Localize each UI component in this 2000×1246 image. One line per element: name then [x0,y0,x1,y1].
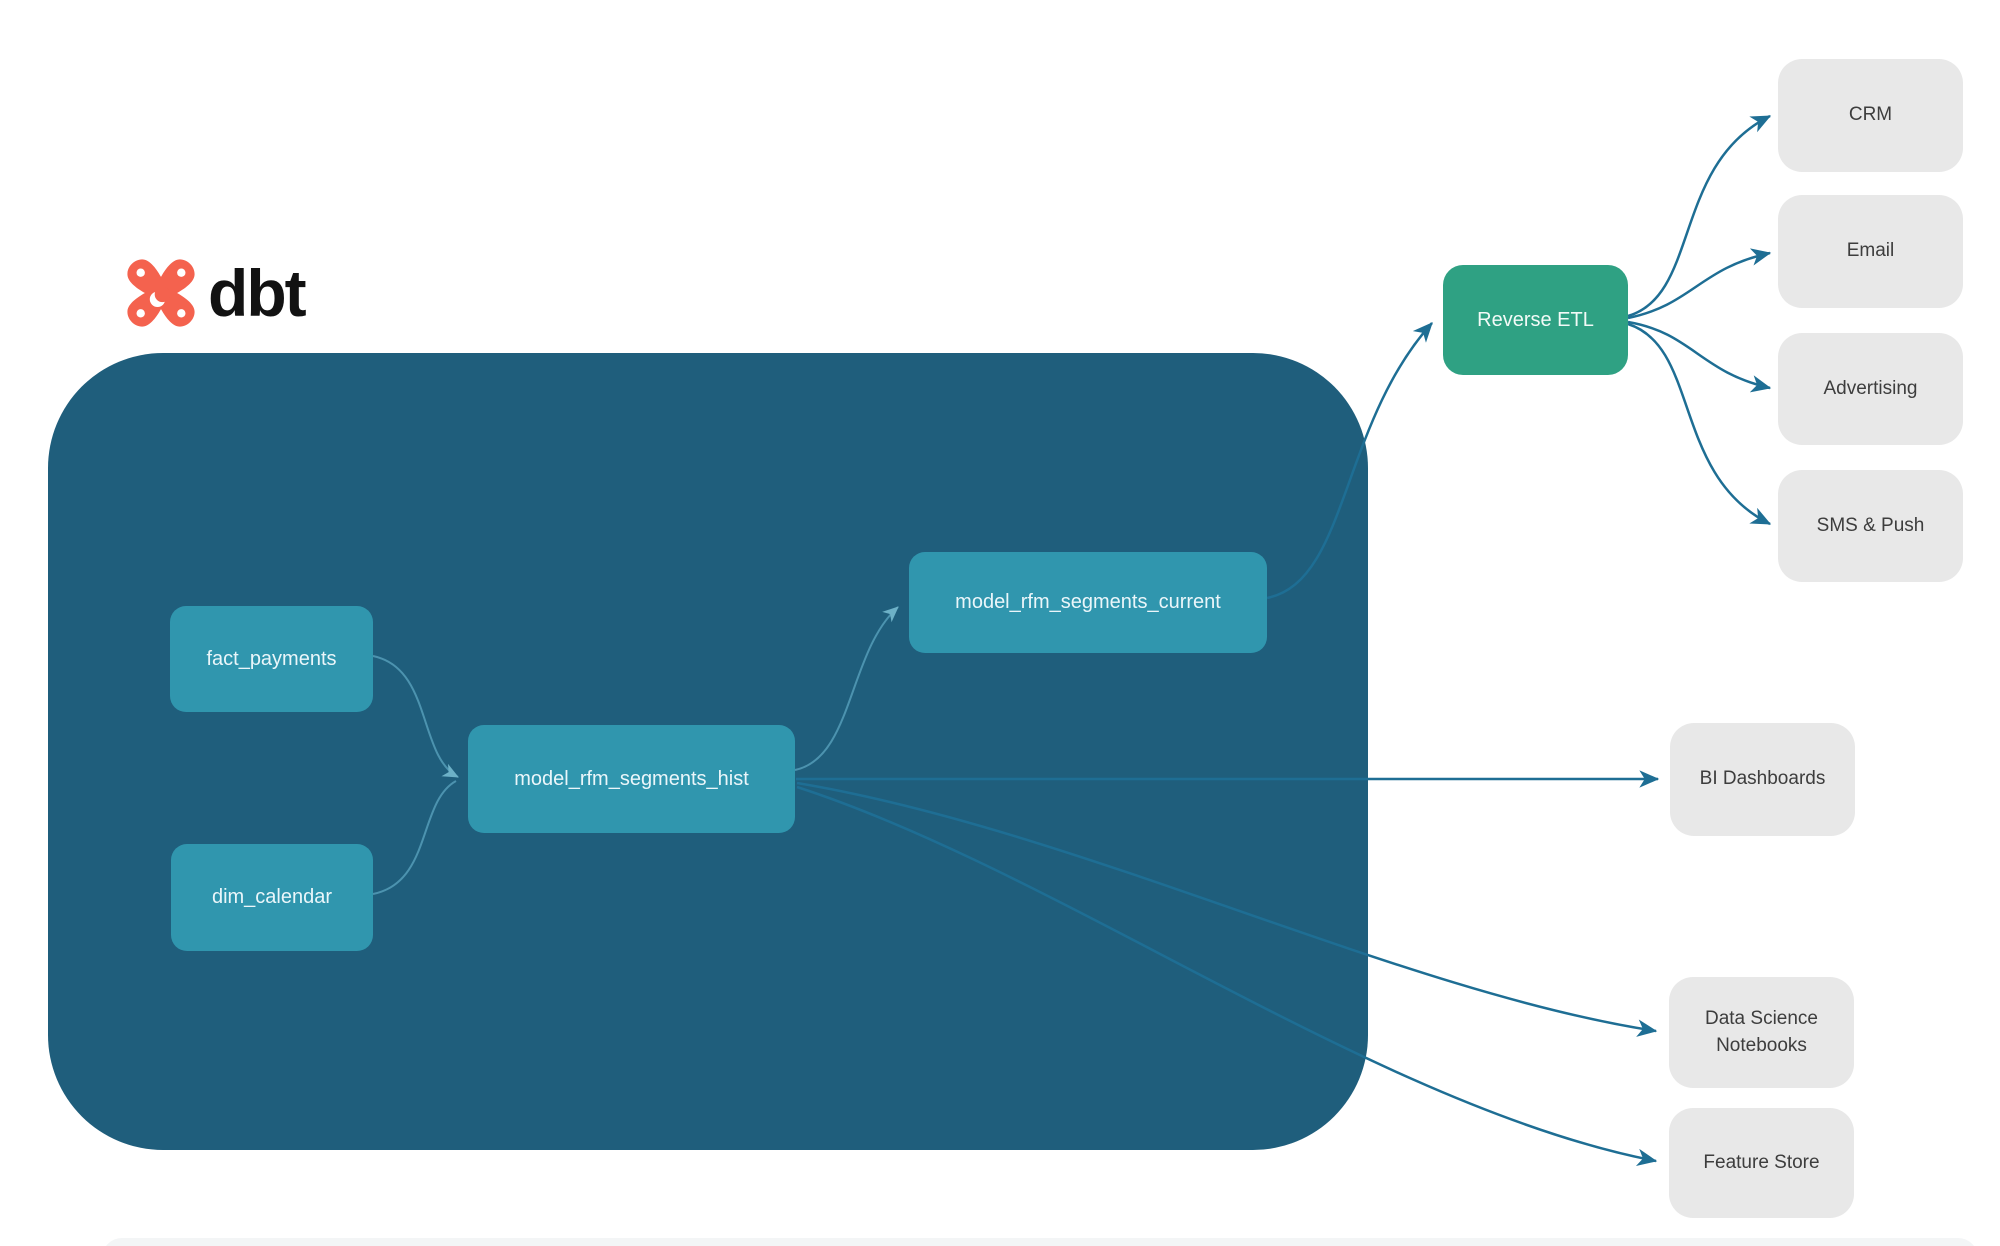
node-label: Advertising [1823,377,1918,399]
node-email: Email [1778,195,1963,308]
edge-retl-to-crm [1627,114,1772,318]
node-feature-store: Feature Store [1669,1108,1854,1218]
node-label: Reverse ETL [1477,308,1594,331]
node-label: Data Science Notebooks [1704,1007,1818,1056]
node-label: model_rfm_segments_hist [514,767,749,790]
node-label: SMS & Push [1816,514,1925,536]
node-reverse-etl: Reverse ETL [1443,265,1628,375]
dbt-wordmark: dbt [208,256,307,330]
dbt-logo: dbt [126,256,307,330]
edge-dim-to-hist [372,780,457,895]
dbt-logo-icon [127,259,195,327]
node-label: Email [1846,240,1895,262]
edge-current-to-reverse-etl [1266,322,1433,600]
edge-fact-to-hist [372,655,459,778]
node-crm: CRM [1778,59,1963,172]
bottom-section-strip [102,1238,1978,1246]
node-model-rfm-segments-hist: model_rfm_segments_hist [468,725,795,833]
edge-retl-to-email [1627,248,1772,320]
node-label: fact_payments [206,647,337,670]
node-fact-payments: fact_payments [170,606,373,712]
node-bi-dashboards: BI Dashboards [1670,723,1855,836]
node-label: Feature Store [1703,1151,1820,1173]
edge-hist-to-current [794,606,899,771]
node-data-science-notebooks: Data Science Notebooks [1669,977,1854,1088]
node-advertising: Advertising [1778,333,1963,445]
node-dim-calendar: dim_calendar [171,844,373,951]
node-label: CRM [1848,104,1893,126]
node-sms-push: SMS & Push [1778,470,1963,582]
edge-retl-to-advertising [1627,320,1772,393]
node-label: dim_calendar [211,886,333,908]
node-label: BI Dashboards [1699,768,1826,790]
node-label: model_rfm_segments_current [955,591,1221,613]
edge-retl-to-sms [1627,322,1772,526]
node-model-rfm-segments-current: model_rfm_segments_current [909,552,1267,653]
edge-hist-to-featurestore [796,785,1658,1167]
edge-hist-to-datascience [796,781,1658,1037]
